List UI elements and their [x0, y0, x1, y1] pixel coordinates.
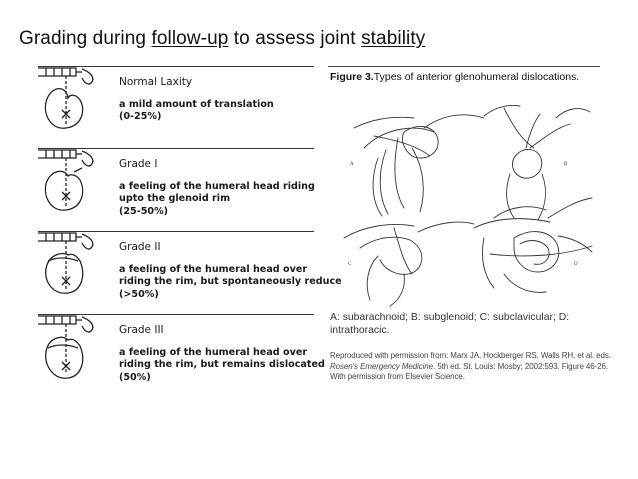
panel-label-b: B — [564, 162, 568, 167]
figure-heading: Figure 3.Types of anterior glenohumeral … — [330, 71, 579, 83]
title-text-2: to assess joint — [228, 28, 362, 49]
grade-description: a mild amount of translation (0-25%) — [119, 99, 274, 123]
follow-up-link[interactable]: follow-up — [151, 28, 229, 49]
figure-panel: Figure 3.Types of anterior glenohumeral … — [328, 66, 628, 396]
illustration-c — [343, 221, 475, 307]
grade-text: Grade III a feeling of the humeral head … — [119, 324, 325, 384]
humeral-head-sketch — [38, 315, 94, 379]
stability-link[interactable]: stability — [361, 28, 426, 49]
figure-heading-text: Types of anterior glenohumeral dislocati… — [373, 71, 580, 83]
grade-description: a feeling of the humeral head over ridin… — [119, 347, 325, 383]
figure-credit: Reproduced with permission from: Marx JA… — [330, 351, 620, 383]
divider — [38, 148, 314, 149]
grade-description: a feeling of the humeral head riding upt… — [119, 181, 315, 217]
grade-row-grade-1: Grade I a feeling of the humeral head ri… — [38, 148, 315, 228]
grade-row-grade-2: Grade II a feeling of the humeral head o… — [38, 231, 342, 311]
illustration-b — [483, 105, 591, 221]
panel-label-d: D — [574, 262, 578, 267]
divider — [38, 66, 314, 67]
grade-row-normal-laxity: Normal Laxity a mild amount of translati… — [38, 66, 314, 146]
grade-text: Grade II a feeling of the humeral head o… — [119, 241, 342, 301]
dislocation-illustrations — [343, 105, 593, 307]
panel-label-c: C — [348, 262, 352, 267]
grade-text: Normal Laxity a mild amount of translati… — [119, 76, 319, 124]
panel-label-a: A — [350, 162, 354, 167]
credit-suffix: . 5th ed. St. Louis: Mosby; 2002:593. Fi… — [330, 361, 608, 382]
grade-title: Grade I — [119, 158, 158, 170]
title-text-1: Grading during — [19, 28, 152, 49]
humeral-head-sketch — [38, 67, 94, 129]
grade-description: a feeling of the humeral head over ridin… — [119, 264, 342, 300]
slide-title: Grading during follow-up to assess joint… — [19, 28, 425, 50]
grading-diagram: Normal Laxity a mild amount of translati… — [38, 66, 342, 396]
illustration-d — [473, 197, 593, 293]
humeral-head-sketch — [38, 232, 94, 294]
divider — [38, 314, 314, 315]
grade-title: Grade III — [119, 324, 164, 336]
credit-book-title: Rosen's Emergency Medicine — [330, 361, 433, 371]
credit-prefix: Reproduced with permission from: Marx JA… — [330, 351, 611, 360]
grade-text: Grade I a feeling of the humeral head ri… — [119, 158, 319, 218]
humeral-head-sketch — [38, 149, 94, 211]
figure-top-rule — [328, 66, 600, 67]
grade-title: Grade II — [119, 241, 161, 253]
grade-row-grade-3: Grade III a feeling of the humeral head … — [38, 314, 325, 394]
figure-label: Figure 3. — [330, 71, 374, 83]
grade-title: Normal Laxity — [119, 76, 193, 88]
figure-caption: A: subarachnoid; B: subglenoid; C: subcl… — [330, 312, 570, 336]
illustration-a — [353, 114, 485, 217]
divider — [38, 231, 314, 232]
